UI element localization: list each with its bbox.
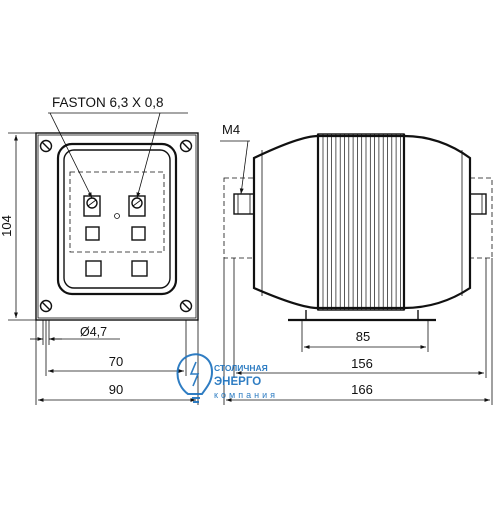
center-mark bbox=[114, 213, 120, 219]
pin-square bbox=[85, 260, 102, 277]
laminated-core bbox=[317, 133, 405, 311]
logo-line-2: ЭНЕРГО bbox=[214, 376, 261, 388]
company-logo: СТОЛИЧНАЯ ЭНЕРГО компания bbox=[176, 353, 278, 403]
width-inner-dimension: 70 bbox=[109, 354, 123, 369]
faston-label: FASTON 6,3 X 0,8 bbox=[52, 95, 164, 110]
body-length-dimension: 156 bbox=[351, 356, 373, 371]
width-outer-dimension: 90 bbox=[109, 382, 123, 397]
end-outline-right bbox=[469, 177, 493, 259]
lightbulb-icon bbox=[176, 353, 214, 395]
logo-line-1: СТОЛИЧНАЯ bbox=[214, 363, 268, 373]
logo-line-3: компания bbox=[214, 390, 278, 400]
terminal-block bbox=[69, 171, 165, 253]
pin-square bbox=[131, 226, 146, 241]
thread-label: M4 bbox=[222, 122, 240, 137]
total-length-dimension: 166 bbox=[351, 382, 373, 397]
pin-square bbox=[131, 260, 148, 277]
stud-right bbox=[469, 193, 487, 215]
pin-square bbox=[85, 226, 100, 241]
faston-terminal-left bbox=[83, 195, 101, 217]
hole-dimension: Ø4,7 bbox=[80, 325, 107, 339]
screw-bottom-right bbox=[179, 299, 193, 313]
end-outline-left bbox=[223, 177, 255, 259]
screw-bottom-left bbox=[39, 299, 53, 313]
stud-left bbox=[233, 193, 255, 215]
side-view: M4 85 156 166 bbox=[220, 122, 493, 405]
height-dimension: 104 bbox=[0, 215, 14, 237]
screw-top-left bbox=[39, 139, 53, 153]
core-dimension: 85 bbox=[356, 329, 370, 344]
front-view: FASTON 6,3 X 0,8 104 Ø4,7 70 90 bbox=[0, 95, 199, 405]
core-laminations bbox=[322, 134, 401, 310]
faston-terminal-right bbox=[128, 195, 146, 217]
bolt-icon bbox=[189, 361, 200, 387]
screw-top-right bbox=[179, 139, 193, 153]
coil-housing bbox=[56, 142, 178, 296]
mounting-plate bbox=[35, 132, 199, 321]
